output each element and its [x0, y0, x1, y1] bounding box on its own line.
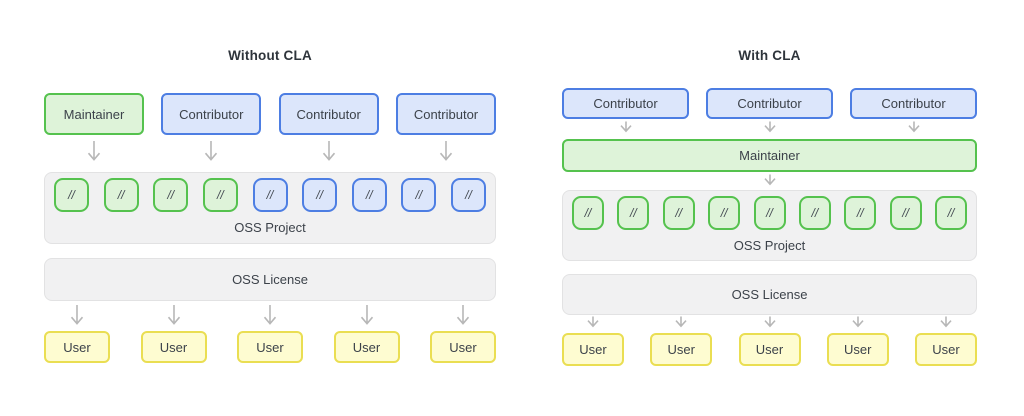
code-box: //	[451, 178, 486, 212]
code-box: //	[401, 178, 437, 212]
title-row: Without CLA	[44, 48, 496, 63]
code-box: //	[54, 178, 89, 212]
arrow-cell	[44, 304, 110, 330]
arrow-cell	[762, 174, 778, 189]
user-box: User	[738, 333, 801, 366]
down-arrow-icon	[87, 141, 101, 161]
user-box: User	[237, 331, 303, 363]
user-box: User	[44, 331, 110, 363]
contributor-box: Contributor	[395, 93, 496, 135]
oss-license-label: OSS License	[232, 272, 308, 287]
oss-project-panel: // // // // // // // // // OSS Project	[44, 172, 496, 244]
user-box: User	[562, 333, 624, 366]
contributor-box: Contributor	[278, 93, 379, 135]
user-arrows-row	[562, 316, 977, 332]
user-box: User	[915, 333, 977, 366]
oss-license-panel: OSS License	[562, 274, 977, 315]
oss-project-label: OSS Project	[234, 220, 306, 235]
maintainer-box: Maintainer	[44, 93, 144, 135]
arrow-cell	[562, 121, 689, 136]
down-arrow-icon	[907, 121, 920, 133]
user-box: User	[650, 333, 713, 366]
code-box: //	[103, 178, 139, 212]
down-arrow-icon	[205, 141, 218, 161]
down-arrow-icon	[763, 174, 776, 186]
title-row: With CLA	[562, 48, 977, 63]
down-arrow-icon	[322, 141, 335, 161]
down-arrow-icon	[456, 305, 470, 325]
oss-license-panel: OSS License	[44, 258, 496, 301]
arrow-cell	[650, 316, 712, 331]
down-arrow-icon	[619, 121, 632, 133]
code-box: //	[572, 196, 604, 230]
arrow-cell	[827, 316, 889, 331]
down-arrow-icon	[587, 316, 599, 328]
user-box: User	[430, 331, 496, 363]
maintainer-label: Maintainer	[739, 148, 800, 163]
down-arrow-icon	[852, 316, 864, 328]
down-arrow-icon	[763, 121, 776, 133]
code-box: //	[889, 196, 922, 230]
arrow-cell	[279, 140, 379, 166]
users-row: User User User User User	[562, 333, 977, 366]
without-cla-diagram: Without CLA Maintainer Contributor Contrib…	[44, 0, 496, 416]
contributor-box: Contributor	[850, 88, 977, 119]
arrow-cell	[706, 121, 833, 136]
down-arrow-icon	[763, 316, 776, 328]
user-box: User	[333, 331, 400, 363]
code-box: //	[753, 196, 786, 230]
arrow-cell	[334, 304, 400, 330]
down-arrow-icon	[675, 316, 687, 328]
down-arrow-icon	[439, 141, 453, 161]
arrow-cell	[915, 316, 977, 331]
oss-project-label: OSS Project	[733, 237, 806, 253]
arrow-cell	[850, 121, 977, 136]
maintainer-box: Maintainer	[562, 139, 977, 172]
user-arrows-row	[44, 304, 496, 328]
code-box: //	[844, 196, 877, 230]
actor-arrows-row	[562, 121, 977, 137]
user-box: User	[826, 333, 889, 366]
oss-license-label: OSS License	[731, 287, 808, 302]
arrow-cell	[396, 140, 496, 166]
arrow-cell	[141, 304, 207, 330]
oss-project-panel: // // // // // // // // // OSS Project	[562, 190, 977, 261]
code-box: //	[252, 178, 288, 212]
code-box: //	[617, 196, 650, 230]
code-box: //	[351, 178, 387, 212]
code-box: //	[302, 178, 338, 212]
code-box: //	[662, 196, 695, 230]
diagram-title: Without CLA	[228, 48, 312, 63]
code-row: // // // // // // // // //	[563, 191, 976, 230]
maintainer-arrow-row	[562, 174, 977, 190]
arrow-cell	[562, 316, 624, 331]
code-box: //	[798, 196, 831, 230]
arrow-cell	[739, 316, 801, 331]
users-row: User User User User User	[44, 331, 496, 363]
arrow-cell	[237, 304, 303, 330]
code-box: //	[935, 196, 967, 230]
code-box: //	[708, 196, 741, 230]
down-arrow-icon	[70, 305, 84, 325]
down-arrow-icon	[167, 305, 180, 325]
down-arrow-icon	[263, 305, 277, 325]
code-box: //	[153, 178, 189, 212]
actor-arrows-row	[44, 140, 496, 167]
actors-row: Contributor Contributor Contributor	[562, 88, 977, 119]
arrow-cell	[430, 304, 496, 330]
arrow-cell	[44, 140, 144, 166]
diagram-title: With CLA	[738, 48, 801, 63]
contributor-box: Contributor	[562, 88, 689, 119]
code-row: // // // // // // // // //	[45, 173, 495, 212]
actors-row: Maintainer Contributor Contributor Contribu…	[44, 93, 496, 135]
user-box: User	[140, 331, 207, 363]
contributor-box: Contributor	[161, 93, 262, 135]
code-box: //	[202, 178, 238, 212]
contributor-box: Contributor	[706, 88, 833, 119]
down-arrow-icon	[360, 305, 373, 325]
down-arrow-icon	[940, 316, 952, 328]
arrow-cell	[161, 140, 261, 166]
